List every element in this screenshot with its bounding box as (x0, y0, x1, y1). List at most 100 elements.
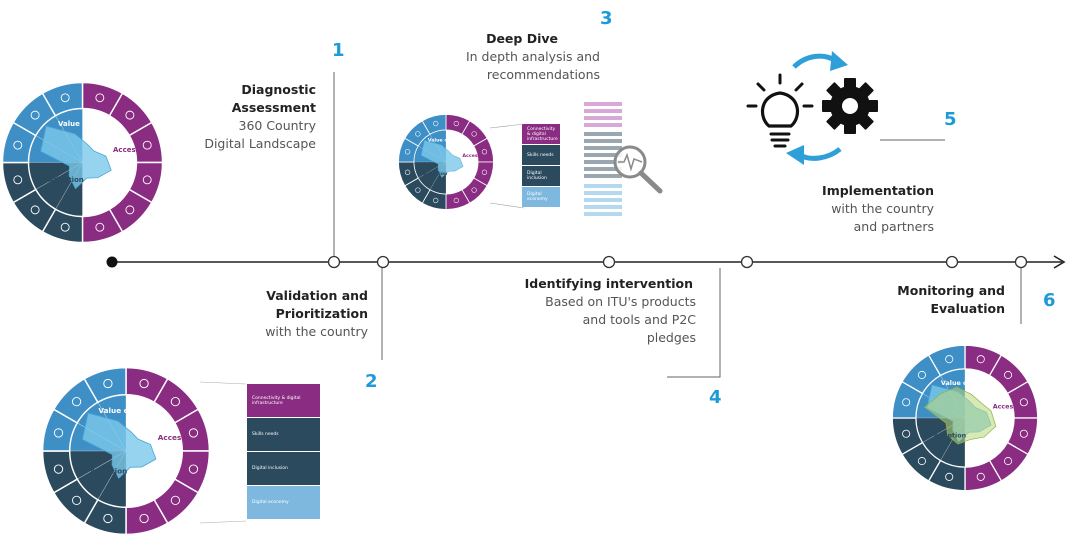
wheel-label-adoption: Adoption (423, 171, 448, 177)
document-stripes (584, 102, 622, 216)
step-4-title: Identifying intervention (524, 276, 693, 291)
segment-icon (30, 110, 40, 120)
segment-icon (139, 513, 149, 524)
segment-icon (976, 472, 985, 481)
segment-icon (945, 472, 954, 481)
step-number-1: 1 (332, 40, 345, 61)
step-number-5: 5 (944, 109, 957, 130)
wheel-label-value-creation: Value creation (58, 120, 115, 128)
pillar-inclusion: Digital inclusion (522, 166, 560, 186)
segment-icon (95, 222, 105, 232)
pillar-connectivity: Connectivity & digital infrastructure (522, 124, 560, 144)
pillar-inclusion: Digital inclusion (247, 452, 320, 485)
segment-icon (142, 175, 152, 185)
segment-icon (481, 149, 488, 155)
wheel-outer-segment (421, 114, 447, 135)
segment-icon (13, 175, 23, 185)
wheel-outer-segment (41, 81, 84, 117)
validation-connector-lines (200, 381, 247, 524)
step-2-subtitle: with the country (265, 324, 368, 339)
radar-shape-comparison (924, 386, 997, 445)
segment-icon (53, 428, 64, 438)
segment-icon (902, 429, 911, 438)
timeline-arrowhead (1053, 255, 1066, 269)
wheel-label-value-creation: Value creation (98, 406, 157, 415)
wheel-label-value-creation: Value creation (428, 138, 467, 144)
lightbulb-icon (746, 73, 814, 148)
connector-4 (667, 268, 721, 378)
step-4-text: Identifying intervention Based on ITU's … (476, 275, 696, 347)
segment-icon (917, 370, 926, 379)
segment-icon (139, 378, 149, 389)
segment-icon (188, 428, 199, 438)
segment-icon (471, 131, 477, 137)
segment-icon (125, 205, 135, 215)
segment-icon (95, 93, 105, 103)
segment-icon (1019, 429, 1028, 438)
step-number-4: 4 (709, 387, 722, 408)
deep-dive-pillars: Connectivity & digital infrastructure Sk… (522, 124, 560, 207)
wheel-label-adoption: Adoption (934, 433, 967, 440)
segment-icon (481, 169, 488, 175)
deep-dive-connector-lines (490, 123, 525, 209)
timeline-start-dot (106, 256, 118, 268)
assessment-wheel-1: Value creation Access Adoption (1, 81, 164, 244)
cycle-arrows-icon (786, 51, 848, 165)
segment-icon (1004, 370, 1013, 379)
segment-icon (917, 457, 926, 466)
analysis-document-icon (584, 102, 663, 216)
wheel-label-access: Access (462, 153, 480, 159)
magnifier-icon (613, 145, 663, 194)
timeline-node-5 (945, 255, 959, 269)
segment-icon (976, 355, 985, 364)
segment-icon (30, 205, 40, 215)
wheel-label-access: Access (113, 146, 140, 154)
segment-icon (188, 464, 199, 474)
wheel-segments (891, 344, 1039, 492)
segment-icon (60, 93, 70, 103)
segment-icon (71, 396, 82, 407)
segment-icon (142, 140, 152, 150)
pillar-skills: Skills needs (522, 145, 560, 165)
step-number-3: 3 (600, 8, 613, 29)
segment-icon (902, 398, 911, 407)
segment-icon (404, 169, 411, 175)
segment-icon (453, 120, 459, 127)
radar-shape (82, 412, 157, 479)
timeline-node-6 (1014, 255, 1028, 269)
segment-icon (404, 149, 411, 155)
assessment-wheel-3: Value creation Access Adoption (398, 114, 494, 210)
segment-icon (71, 495, 82, 506)
radar-shape (40, 125, 112, 190)
wheel-outer-segment (83, 366, 127, 404)
segment-icon (433, 197, 439, 204)
wheel-label-adoption: Adoption (48, 176, 84, 184)
segment-icon (453, 197, 459, 204)
segment-icon (170, 495, 181, 506)
segment-icon (125, 110, 135, 120)
pillar-economy: Digital economy (247, 486, 320, 519)
segment-icon (415, 187, 421, 193)
segment-icon (1019, 398, 1028, 407)
segment-icon (471, 187, 477, 193)
assessment-wheel-6: Value creation Access Adoption (891, 344, 1039, 492)
wheel-label-adoption: Adoption (90, 466, 127, 475)
timeline-node-4 (740, 255, 754, 269)
segment-icon (1004, 457, 1013, 466)
gear-icon (822, 78, 878, 134)
segment-icon (170, 396, 181, 407)
segment-icon (53, 464, 64, 474)
